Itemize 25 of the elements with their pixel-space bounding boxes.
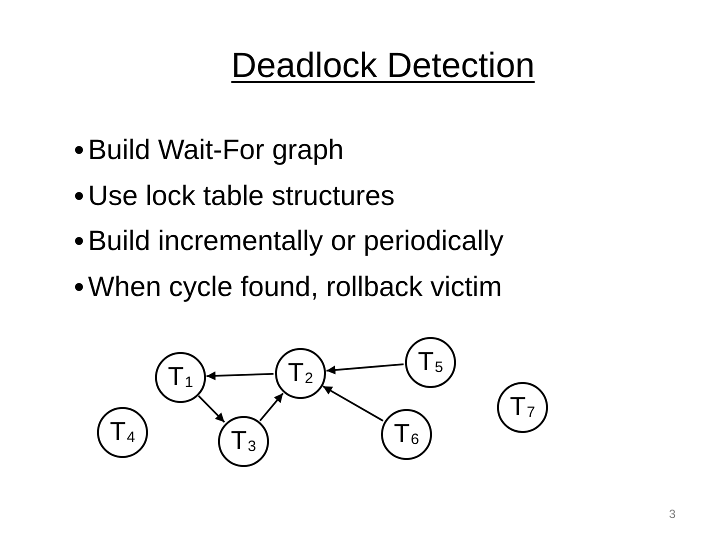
arrow	[206, 371, 274, 380]
node-circle	[97, 407, 148, 458]
arrow	[322, 385, 384, 422]
node-label: T$_{5}$	[418, 346, 444, 378]
arrow	[259, 392, 284, 422]
bullet-text: Build Wait-For graph	[88, 133, 344, 167]
node-label: T$_{7}$	[510, 391, 536, 423]
node-circle	[155, 352, 206, 403]
node-circle	[275, 348, 326, 399]
arrow	[326, 363, 404, 374]
page-number: 3	[669, 507, 676, 521]
node-label: T$_{3}$	[230, 425, 256, 457]
slide-title: Deadlock Detection	[231, 46, 535, 85]
node-circle	[381, 409, 432, 460]
node-circle	[405, 337, 456, 388]
node-circle	[497, 382, 548, 433]
node-label: T$_{2}$	[288, 357, 314, 389]
node-circle	[218, 416, 269, 467]
bullet-text: When cycle found, rollback victim	[88, 270, 502, 304]
node-label: T$_{4}$	[110, 416, 136, 448]
arrow	[198, 395, 226, 423]
node-label: T$_{6}$	[394, 418, 420, 450]
bullet-text: Use lock table structures	[88, 179, 395, 213]
node-label: T$_{1}$	[168, 361, 194, 393]
bullet-text: Build incrementally or periodically	[88, 224, 504, 258]
